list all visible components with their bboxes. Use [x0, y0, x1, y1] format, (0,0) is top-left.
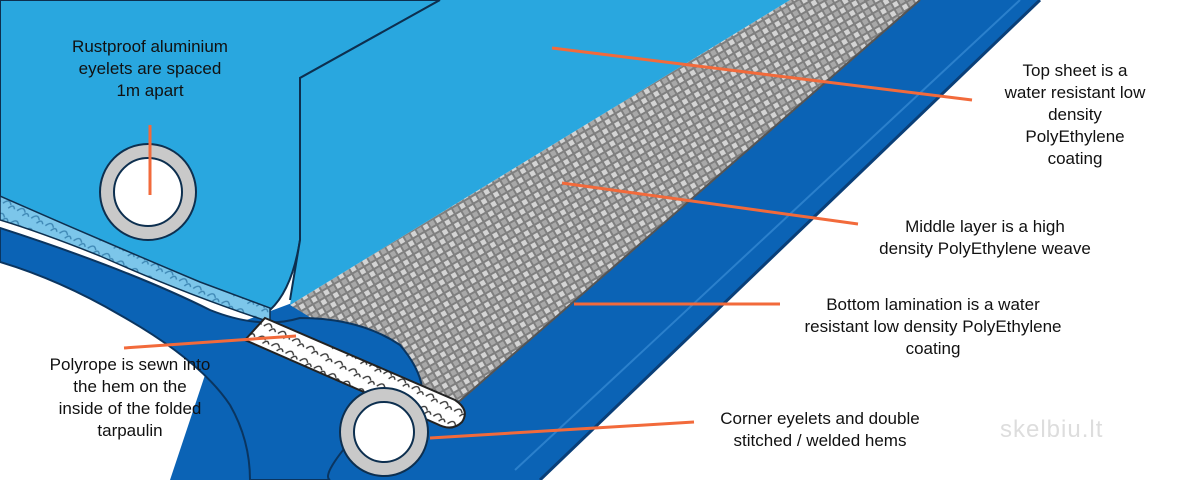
leader-middle-layer	[561, 181, 859, 226]
eyelet-top	[99, 143, 197, 241]
watermark: skelbiu.lt	[1000, 416, 1104, 443]
leader-corner	[429, 420, 695, 440]
leader-top-sheet	[551, 46, 973, 102]
leader-polyrope	[123, 334, 297, 350]
bottom-edge-line	[538, 0, 1042, 480]
top-sheet-fold-line	[289, 0, 441, 301]
leader-lines	[123, 46, 973, 440]
label-eyelets-spacing: Rustproof aluminium eyelets are spaced 1…	[72, 37, 228, 100]
label-middle-layer: Middle layer is a high density PolyEthyl…	[879, 217, 1091, 258]
eyelet-corner	[339, 387, 429, 477]
middle-weave-layer	[290, 0, 920, 410]
label-corner-eyelets: Corner eyelets and double stitched / wel…	[720, 409, 920, 450]
top-sheet-right	[290, 0, 790, 305]
label-polyrope: Polyrope is sewn into the hem on the ins…	[49, 355, 211, 440]
bottom-inner-line	[514, 0, 1021, 471]
label-top-sheet: Top sheet is a water resistant low densi…	[1004, 61, 1146, 168]
weave-edge-line	[454, 0, 921, 406]
hem-rope-band	[0, 195, 271, 324]
label-bottom-lamination: Bottom lamination is a water resistant l…	[804, 295, 1062, 358]
